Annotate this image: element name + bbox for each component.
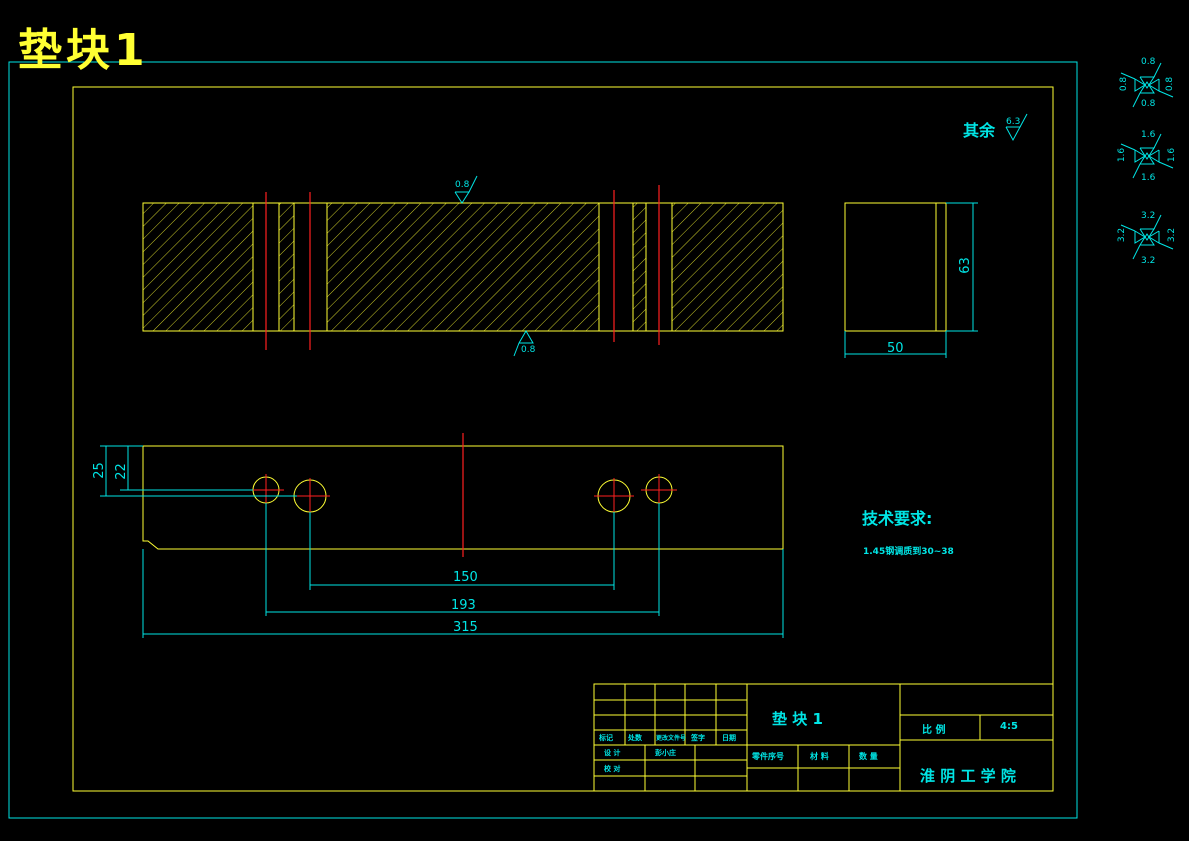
designer-label: 设 计 xyxy=(604,749,621,757)
scale-label: 比 例 xyxy=(922,725,946,736)
roughness-top-value: 0.8 xyxy=(455,180,470,190)
side-view xyxy=(844,113,1028,358)
rev-header: 处数 xyxy=(628,734,642,742)
drawing-title: 垫块1 xyxy=(18,25,149,76)
legend-value: 1.6 xyxy=(1117,147,1128,163)
legend-value: 1.6 xyxy=(1167,147,1178,163)
part-name: 垫 块 1 xyxy=(772,710,823,728)
legend-value: 0.8 xyxy=(1119,76,1130,92)
legend-value: 0.8 xyxy=(1141,99,1156,109)
dim-50: 50 xyxy=(887,341,904,356)
legend-value: 1.6 xyxy=(1141,130,1156,140)
other-roughness-symbol xyxy=(1005,113,1028,142)
other-roughness-value: 6.3 xyxy=(1006,117,1021,127)
dim-63: 63 xyxy=(957,257,973,274)
school-name: 淮 阴 工 学 院 xyxy=(920,767,1016,785)
roughness-legend xyxy=(1120,62,1174,260)
material-label: 材 料 xyxy=(810,752,829,761)
rev-header: 更改文件号 xyxy=(656,735,687,742)
legend-value: 3.2 xyxy=(1167,227,1178,243)
legend-value: 3.2 xyxy=(1141,256,1156,266)
legend-value: 0.8 xyxy=(1165,76,1176,92)
rev-header: 签字 xyxy=(691,734,705,742)
roughness-bottom-value: 0.8 xyxy=(521,345,536,355)
rev-header: 日期 xyxy=(722,734,736,742)
dim-25: 25 xyxy=(91,462,107,479)
other-roughness-label: 其余 xyxy=(963,121,996,140)
top-view xyxy=(100,433,784,638)
inner-frame xyxy=(72,86,1054,792)
dim-150: 150 xyxy=(453,570,478,585)
dim-193: 193 xyxy=(451,598,476,613)
rev-header: 标记 xyxy=(599,734,613,742)
tech-req-item: 1.45钢调质到30~38 xyxy=(863,547,954,557)
legend-value: 1.6 xyxy=(1141,173,1156,183)
checker-label: 校 对 xyxy=(604,765,621,773)
part-no-label: 零件序号 xyxy=(752,752,784,761)
title-block xyxy=(593,683,1054,792)
scale-value: 4:5 xyxy=(1000,721,1018,732)
legend-value: 0.8 xyxy=(1141,57,1156,67)
legend-value: 3.2 xyxy=(1141,211,1156,221)
tech-req-heading: 技术要求: xyxy=(862,509,933,528)
legend-value: 3.2 xyxy=(1117,227,1128,243)
dim-22: 22 xyxy=(113,463,129,480)
dim-315: 315 xyxy=(453,620,478,635)
quantity-label: 数 量 xyxy=(859,752,878,761)
roughness-symbol-bottom xyxy=(513,330,534,357)
roughness-symbol-top xyxy=(454,175,478,204)
designer-name: 彭小庄 xyxy=(655,749,676,757)
section-view xyxy=(142,175,784,357)
outer-frame xyxy=(8,61,1078,819)
